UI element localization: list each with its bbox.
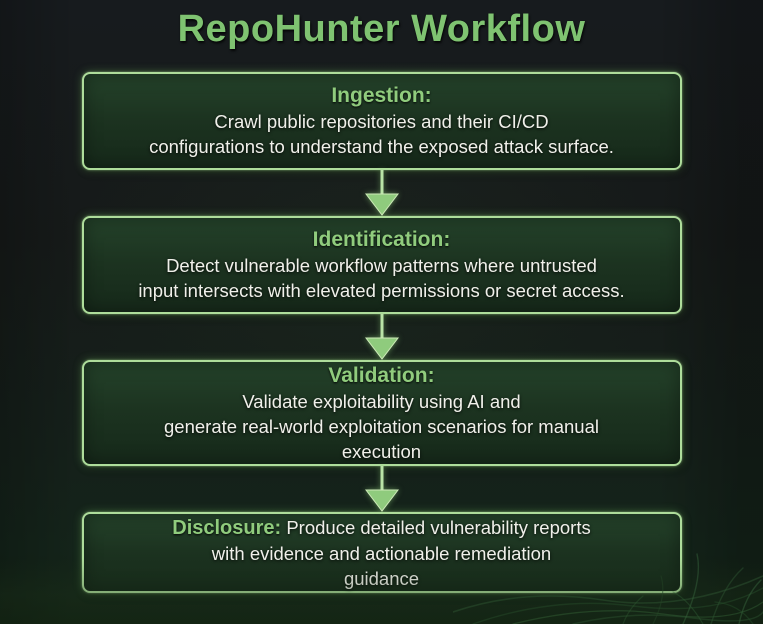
step-line: Detect vulnerable workflow patterns wher… bbox=[166, 255, 597, 276]
arrow-down-icon bbox=[360, 314, 404, 360]
step-box-validation: Validation: Validate exploitability usin… bbox=[81, 360, 682, 466]
step-heading: Ingestion: bbox=[331, 84, 432, 107]
step-line: configurations to understand the exposed… bbox=[149, 136, 614, 157]
step-line: input intersects with elevated permissio… bbox=[138, 280, 625, 301]
step-line: Crawl public repositories and their CI/C… bbox=[214, 111, 549, 132]
step-line: with evidence and actionable remediation bbox=[211, 542, 552, 564]
step-line: Disclosure: Produce detailed vulnerabili… bbox=[172, 515, 590, 541]
step-heading: Disclosure: bbox=[172, 516, 282, 539]
step-heading: Validation: bbox=[328, 363, 435, 387]
step-box-ingestion: Ingestion: Crawl public repositories and… bbox=[81, 72, 682, 170]
step-heading: Identification: bbox=[312, 228, 451, 251]
page-title: RepoHunter Workflow bbox=[177, 8, 586, 50]
step-box-identification: Identification: Detect vulnerable workfl… bbox=[81, 216, 682, 314]
step-box-disclosure: Disclosure: Produce detailed vulnerabili… bbox=[81, 512, 682, 593]
arrow-down-icon bbox=[360, 466, 404, 512]
arrow-down-icon bbox=[360, 170, 404, 216]
step-line: Validate exploitability using AI and bbox=[242, 390, 521, 412]
step-line: generate real-world exploitation scenari… bbox=[164, 415, 599, 437]
step-line: execution bbox=[341, 440, 422, 462]
workflow-flow-column: Ingestion: Crawl public repositories and… bbox=[81, 72, 682, 593]
step-line: guidance bbox=[343, 567, 420, 589]
step-line-text: Produce detailed vulnerability reports bbox=[281, 516, 591, 538]
